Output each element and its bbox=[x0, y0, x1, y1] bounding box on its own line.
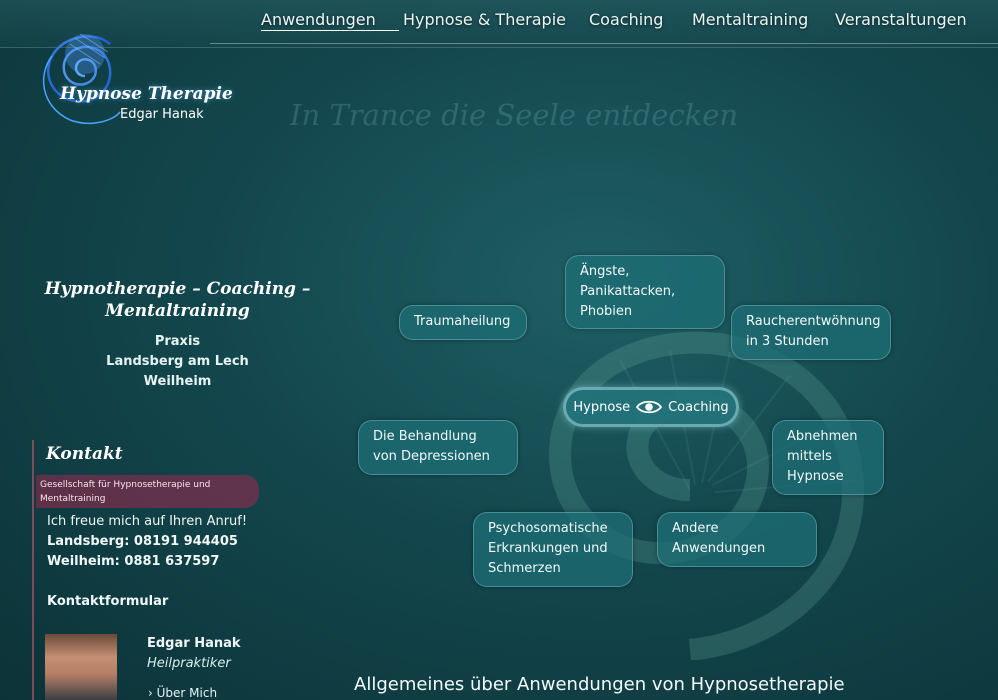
avatar bbox=[45, 634, 117, 700]
section-heading: Allgemeines über Anwendungen von Hypnose… bbox=[354, 674, 845, 695]
nav-item-anwendungen[interactable]: Anwendungen bbox=[261, 10, 399, 31]
contact-intro: Ich freue mich auf Ihren Anruf! bbox=[47, 514, 248, 529]
nav-item-coaching[interactable]: Coaching bbox=[589, 10, 664, 29]
sidebar-title: Hypnotherapie – Coaching – Mentaltrainin… bbox=[44, 279, 311, 321]
bubble-andere-anwendungen[interactable]: Andere Anwendungen bbox=[657, 512, 817, 567]
center-hypnose-coaching[interactable]: Hypnose Coaching bbox=[563, 387, 739, 427]
about-me-link[interactable]: › Über Mich bbox=[148, 686, 217, 700]
location-landsberg: Landsberg am Lech bbox=[106, 354, 249, 369]
bubble-psychosomatik[interactable]: Psychosomatische Erkrankungen und Schmer… bbox=[473, 512, 633, 587]
society-badge[interactable]: Gesellschaft für Hypnosetherapie und Men… bbox=[36, 475, 259, 508]
chevron-right-icon: › bbox=[148, 686, 153, 700]
bubble-traumaheilung[interactable]: Traumaheilung bbox=[399, 305, 527, 340]
bubble-raucherentwoehnung[interactable]: Raucherentwöhnung in 3 Stunden bbox=[731, 305, 891, 360]
main-nav: Anwendungen Hypnose & Therapie Coaching … bbox=[210, 0, 998, 44]
nav-item-mentaltraining[interactable]: Mentaltraining bbox=[692, 10, 809, 29]
top-bar bbox=[0, 0, 998, 48]
profile-role: Heilpraktiker bbox=[147, 656, 231, 671]
phone-weilheim[interactable]: Weilheim: 0881 637597 bbox=[47, 554, 220, 569]
nautilus-background-icon bbox=[549, 331, 866, 660]
site-logo[interactable] bbox=[30, 24, 220, 128]
center-left-label: Hypnose bbox=[573, 399, 631, 415]
bubble-aengste[interactable]: Ängste, Panikattacken, Phobien bbox=[565, 255, 725, 329]
profile-name: Edgar Hanak bbox=[147, 636, 241, 651]
bubble-depressionen[interactable]: Die Behandlung von Depressionen bbox=[358, 420, 518, 475]
hero-tagline: In Trance die Seele entdecken bbox=[290, 98, 739, 132]
contact-form-link[interactable]: Kontaktformular bbox=[47, 594, 169, 609]
praxis-label: Praxis bbox=[154, 334, 201, 349]
location-weilheim: Weilheim bbox=[143, 374, 212, 389]
bubble-abnehmen[interactable]: Abnehmen mittels Hypnose bbox=[772, 420, 884, 495]
nav-item-hypnose-therapie[interactable]: Hypnose & Therapie bbox=[403, 10, 566, 29]
eye-icon bbox=[636, 400, 663, 414]
nav-item-veranstaltungen[interactable]: Veranstaltungen bbox=[835, 10, 967, 29]
center-right-label: Coaching bbox=[668, 399, 729, 415]
contact-heading: Kontakt bbox=[46, 444, 123, 464]
logo-subtitle: Edgar Hanak bbox=[120, 107, 204, 122]
contact-box: Kontakt Gesellschaft für Hypnosetherapie… bbox=[32, 440, 262, 700]
nautilus-icon bbox=[42, 33, 121, 124]
about-me-label: Über Mich bbox=[156, 686, 218, 700]
praxis-block: Praxis Landsberg am Lech Weilheim bbox=[40, 332, 315, 392]
phone-landsberg[interactable]: Landsberg: 08191 944405 bbox=[47, 534, 238, 549]
logo-title[interactable]: Hypnose Therapie bbox=[60, 84, 233, 104]
